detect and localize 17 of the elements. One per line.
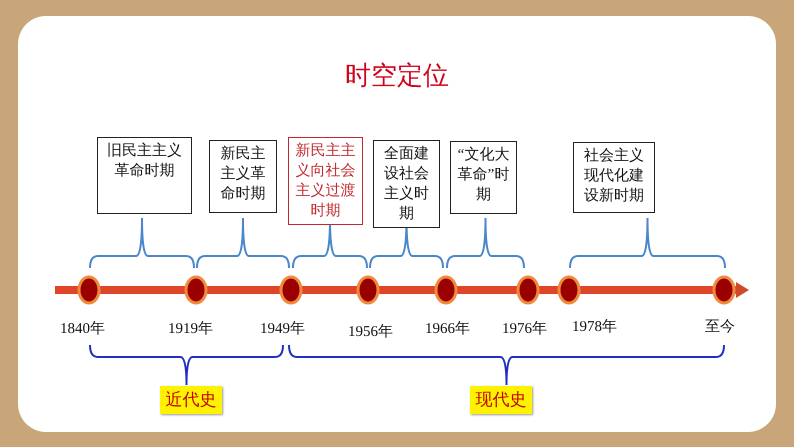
year-label: 1919年 (168, 320, 213, 338)
year-label: 1949年 (260, 320, 305, 338)
era-label: 近代史 (160, 386, 222, 414)
title: 时空定位 (344, 60, 450, 93)
period-box: 社会主义现代化建设新时期 (573, 142, 655, 213)
year-label: 至今 (705, 318, 735, 336)
year-label: 1956年 (348, 323, 393, 341)
year-label: 1978年 (572, 318, 617, 336)
year-label: 1966年 (425, 320, 470, 338)
era-label: 现代史 (470, 386, 532, 414)
period-box: 新民主主义革命时期 (209, 140, 277, 213)
year-label: 1976年 (502, 320, 547, 338)
period-box: 新民主主义向社会主义过渡时期 (288, 137, 363, 225)
year-label: 1840年 (60, 320, 105, 338)
period-box: 全面建设社会主义时期 (373, 140, 440, 228)
period-box: “文化大革命”时期 (450, 141, 517, 214)
period-box: 旧民主主义革命时期 (97, 137, 192, 214)
